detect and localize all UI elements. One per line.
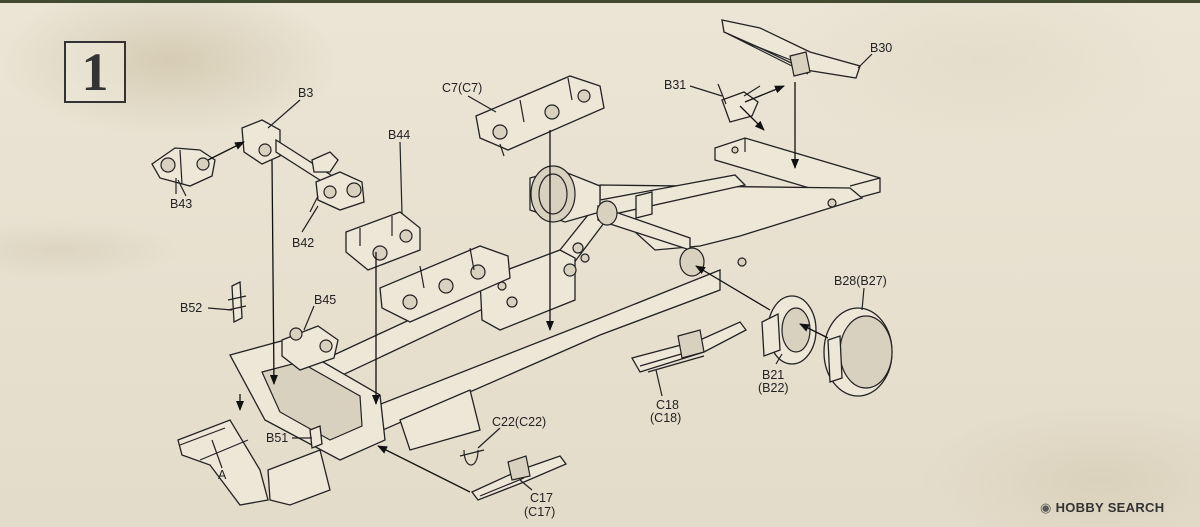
part-c18-leaf-spring <box>631 321 747 373</box>
label-b43: B43 <box>170 197 193 211</box>
label-c18: C18 <box>656 398 679 412</box>
watermark-logo-icon: ◉ <box>1040 500 1052 515</box>
chassis-frame <box>177 137 881 506</box>
label-b45: B45 <box>314 293 337 307</box>
label-b42: B42 <box>292 236 315 250</box>
label-c17: C17 <box>530 491 553 505</box>
part-b30-leaf-spring <box>721 19 861 79</box>
watermark-text: HOBBY SEARCH <box>1055 500 1165 515</box>
label-b30: B30 <box>870 41 893 55</box>
part-c7-lower <box>379 245 511 323</box>
part-c7-upper <box>475 75 605 157</box>
label-c22: C22(C22) <box>492 415 547 429</box>
part-c22-u-bolt <box>459 449 485 466</box>
label-b21: B21 <box>762 368 785 382</box>
label-b51: B51 <box>266 431 289 445</box>
label-c7: C7(C7) <box>442 81 483 95</box>
part-b21-drum <box>761 295 817 365</box>
part-b28-wheel <box>823 307 893 397</box>
label-b22: (B22) <box>758 381 789 395</box>
label-b31: B31 <box>664 78 687 92</box>
part-b43 <box>151 147 216 194</box>
step-number-box: 1 <box>64 41 126 103</box>
part-b31 <box>717 83 761 123</box>
part-b45 <box>281 325 339 371</box>
label-c17-paren: (C17) <box>524 505 556 519</box>
watermark: ◉ HOBBY SEARCH <box>1040 500 1164 516</box>
assembly-arrows <box>207 82 829 493</box>
label-b44: B44 <box>388 128 411 142</box>
label-b52: B52 <box>180 301 203 315</box>
part-b42 <box>309 171 365 213</box>
top-rule <box>0 0 1200 3</box>
part-b44 <box>345 211 421 271</box>
part-b52 <box>227 280 247 324</box>
label-b3: B3 <box>298 86 314 100</box>
label-b28: B28(B27) <box>834 274 887 288</box>
label-a: A <box>218 468 227 482</box>
part-c17-leaf-spring <box>470 455 568 501</box>
label-c18-paren: (C18) <box>650 411 682 425</box>
part-b51 <box>309 425 323 449</box>
leader-lines <box>177 53 873 491</box>
